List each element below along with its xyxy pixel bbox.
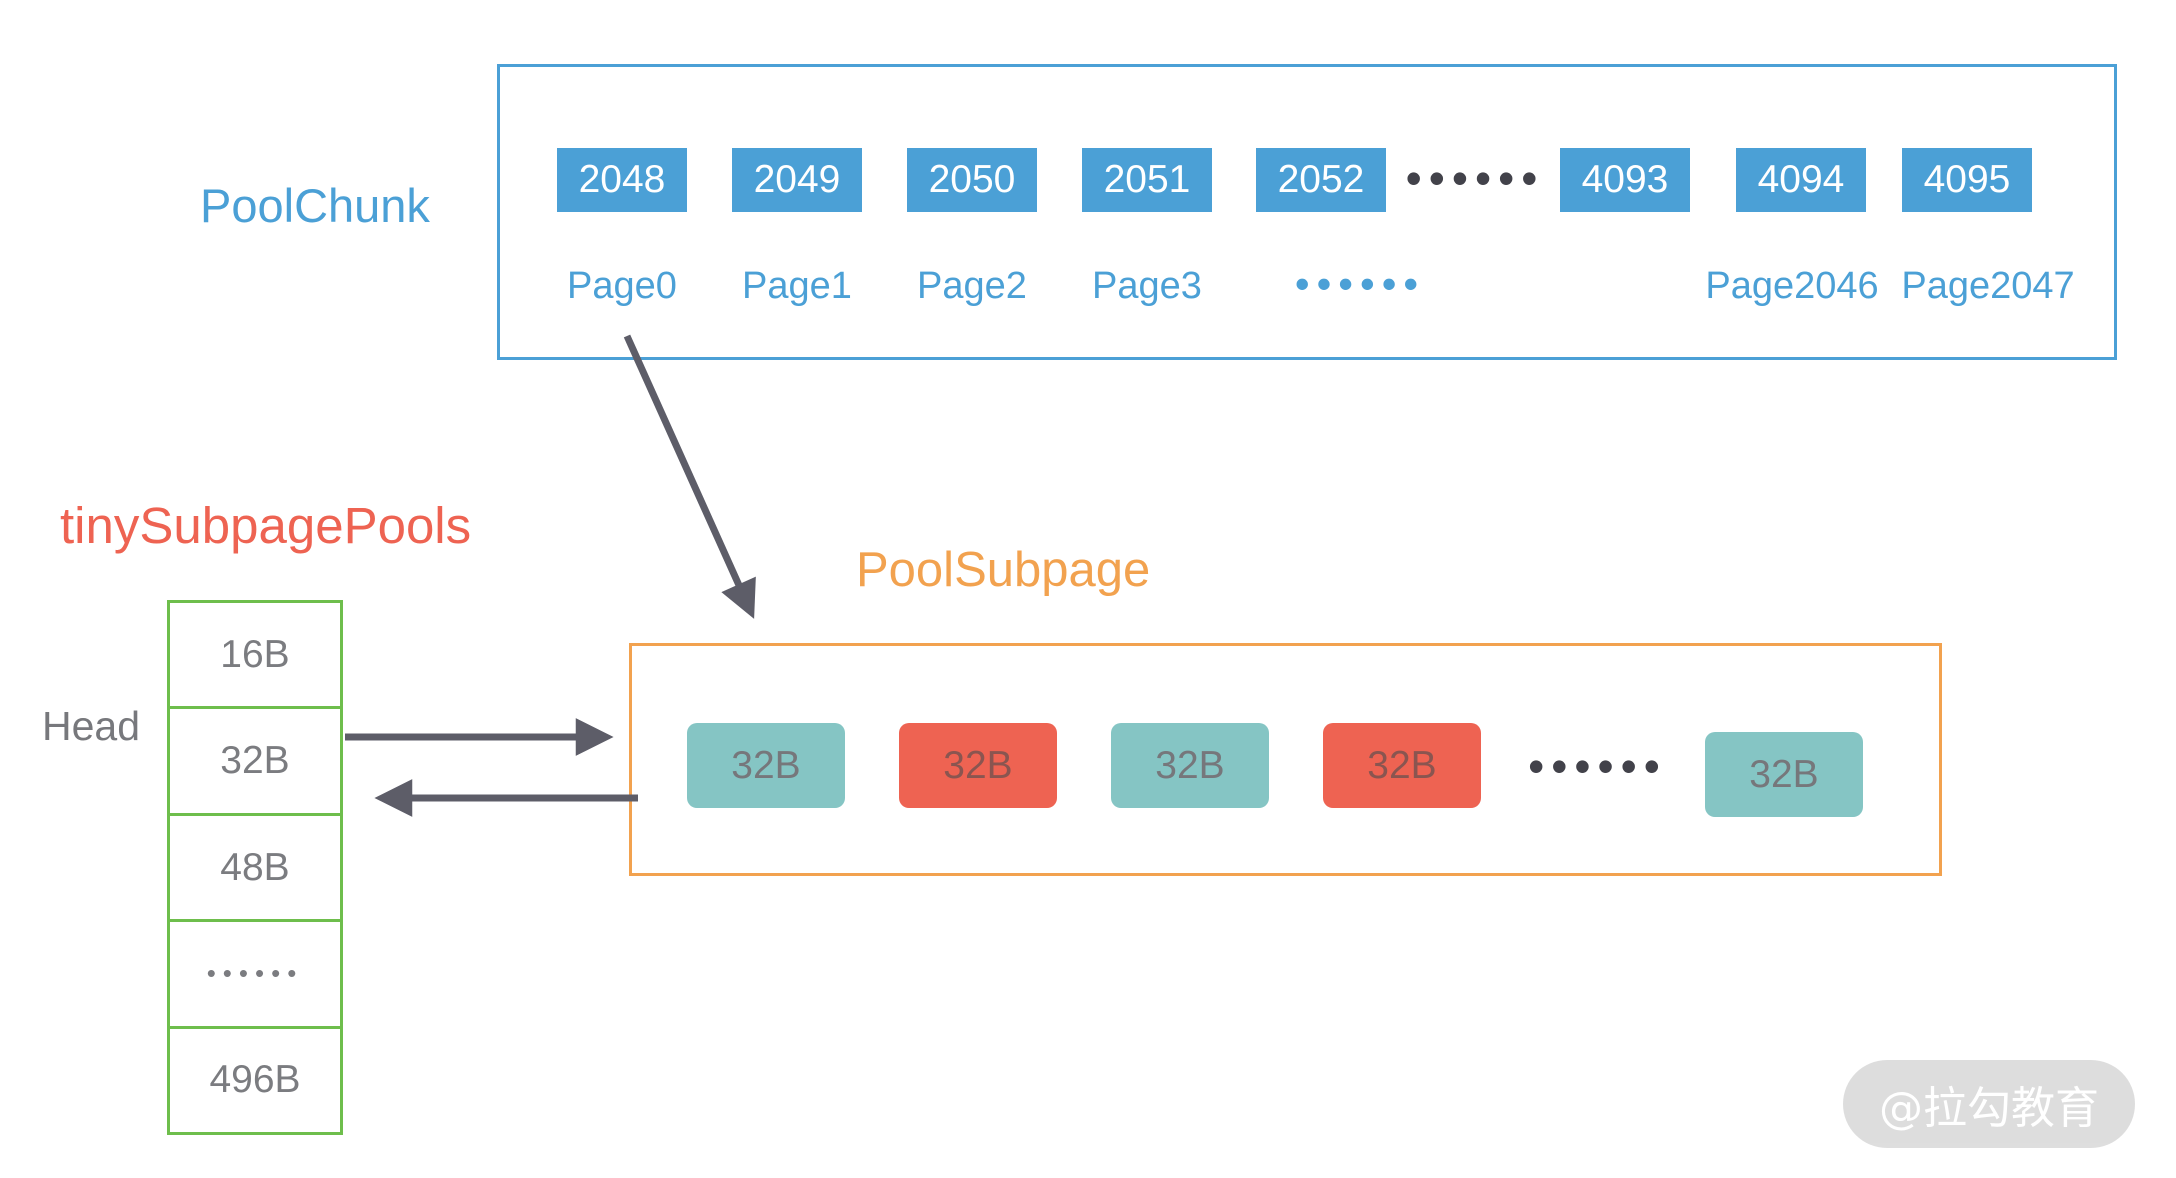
chunk-cell-2052: 2052: [1256, 148, 1386, 212]
chunk-cell-2050: 2050: [907, 148, 1037, 212]
chunk-cells-ellipsis-icon: ••••••: [1405, 152, 1545, 204]
chunk-cell-2051: 2051: [1082, 148, 1212, 212]
subpage-block-free: 32B: [1705, 732, 1863, 817]
chunk-cell-4095: 4095: [1902, 148, 2032, 212]
chunk-cell-4093: 4093: [1560, 148, 1690, 212]
page-label-page0: Page0: [567, 264, 677, 307]
tinysubpagepools-table: 16B 32B 48B •••••• 496B: [167, 600, 343, 1135]
subpage-ellipsis-icon: ••••••: [1528, 739, 1667, 792]
poolchunk-box: [497, 64, 2117, 360]
size-row-496b: 496B: [170, 1025, 340, 1132]
head-label: Head: [42, 703, 141, 749]
page-labels-ellipsis-icon: ••••••: [1294, 260, 1426, 307]
arrow-page0-to-poolsubpage: [623, 334, 756, 619]
chunk-cell-2049: 2049: [732, 148, 862, 212]
watermark-badge: @拉勾教育: [1843, 1060, 2135, 1148]
subpage-block-free: 32B: [1111, 723, 1269, 808]
subpage-block-free: 32B: [687, 723, 845, 808]
size-row-ellipsis-icon: ••••••: [170, 919, 340, 1025]
tinysubpagepools-title: tinySubpagePools: [60, 497, 472, 554]
page-label-page1: Page1: [742, 264, 852, 307]
subpage-block-used: 32B: [899, 723, 1057, 808]
chunk-cell-4094: 4094: [1736, 148, 1866, 212]
page-label-page2046: Page2046: [1705, 264, 1879, 307]
page-label-page3: Page3: [1092, 264, 1202, 307]
size-row-32b: 32B: [170, 706, 340, 812]
size-row-16b: 16B: [220, 632, 290, 676]
subpage-block-used: 32B: [1323, 723, 1481, 808]
page-label-page2: Page2: [917, 264, 1027, 307]
poolchunk-title: PoolChunk: [200, 179, 430, 232]
chunk-cell-2048: 2048: [557, 148, 687, 212]
poolsubpage-title: PoolSubpage: [856, 543, 1151, 597]
size-row-48b: 48B: [170, 812, 340, 919]
page-label-page2047: Page2047: [1901, 264, 2075, 307]
